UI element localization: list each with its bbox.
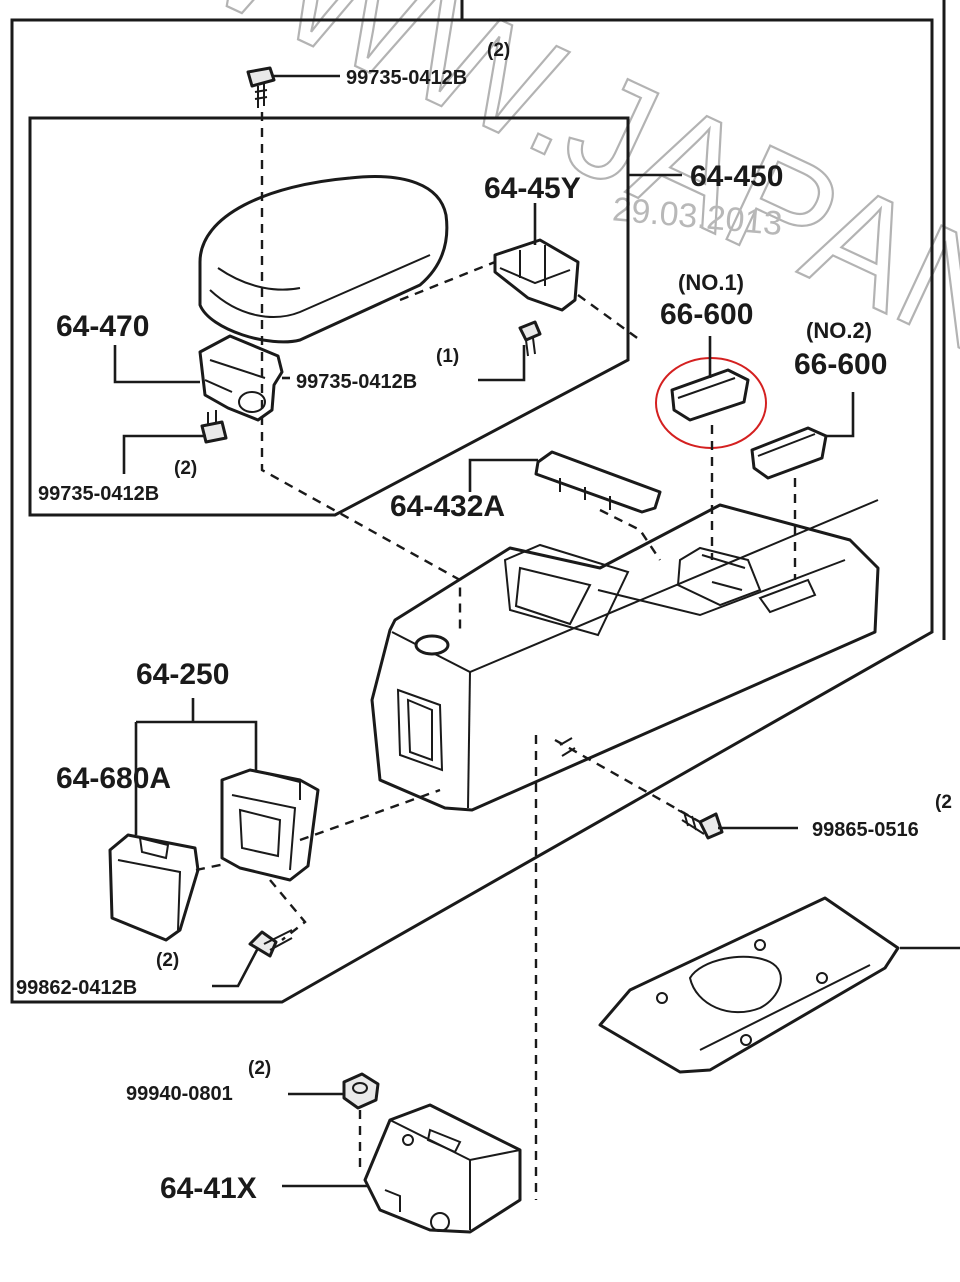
label-99735-left: 99735-0412B (38, 483, 159, 505)
qty-99940: (2) (248, 1058, 271, 1079)
lower-bracket (363, 1103, 522, 1234)
leader-lines (113, 74, 960, 1188)
switch-cover-no1 (655, 357, 767, 449)
label-99735-top: 99735-0412B (346, 67, 467, 89)
variant-66-600-no1: (NO.1) (678, 270, 744, 295)
variant-66-600-no2: (NO.2) (806, 318, 872, 343)
label-99865: 99865-0516 (812, 819, 919, 841)
qty-99865: (2 (935, 792, 952, 813)
armrest-lid (198, 175, 449, 344)
label-66-600-no1: 66-600 (660, 298, 753, 331)
qty-99735-mid: (1) (436, 346, 459, 367)
label-66-600-no2: 66-600 (794, 348, 887, 381)
console-body (370, 499, 880, 812)
qty-99735-left: (2) (174, 458, 197, 479)
label-64-41x: 64-41X (160, 1172, 257, 1205)
label-64-250: 64-250 (136, 658, 229, 691)
part-labels: (2) 99735-0412B 64-450 64-45Y 64-470 (1)… (16, 40, 952, 1205)
label-64-450: 64-450 (690, 160, 783, 193)
ashtray-housing (220, 768, 320, 882)
label-99735-mid: 99735-0412B (296, 371, 417, 393)
qty-99735-top: (2) (487, 40, 510, 61)
screw-icon-99862 (248, 929, 293, 958)
hinge-bracket (493, 238, 580, 312)
label-99862: 99862-0412B (16, 977, 137, 999)
latch-assembly (198, 334, 284, 422)
nut-icon (342, 1072, 380, 1110)
label-64-45y: 64-45Y (484, 172, 581, 205)
bolt-icon (246, 66, 276, 108)
bolt-icon (518, 320, 542, 357)
label-64-470: 64-470 (56, 310, 149, 343)
mounting-plate (598, 896, 900, 1074)
assembly-lines (195, 112, 797, 1200)
qty-99862: (2) (156, 950, 179, 971)
trim-strip (534, 450, 662, 514)
switch-cover-no2 (750, 426, 828, 480)
label-64-680a: 64-680A (56, 762, 171, 795)
ashtray (108, 833, 200, 942)
frame-lines (10, 0, 946, 1004)
screw-icon-99865 (677, 809, 724, 840)
label-64-432a: 64-432A (390, 490, 505, 523)
label-99940: 99940-0801 (126, 1083, 233, 1105)
